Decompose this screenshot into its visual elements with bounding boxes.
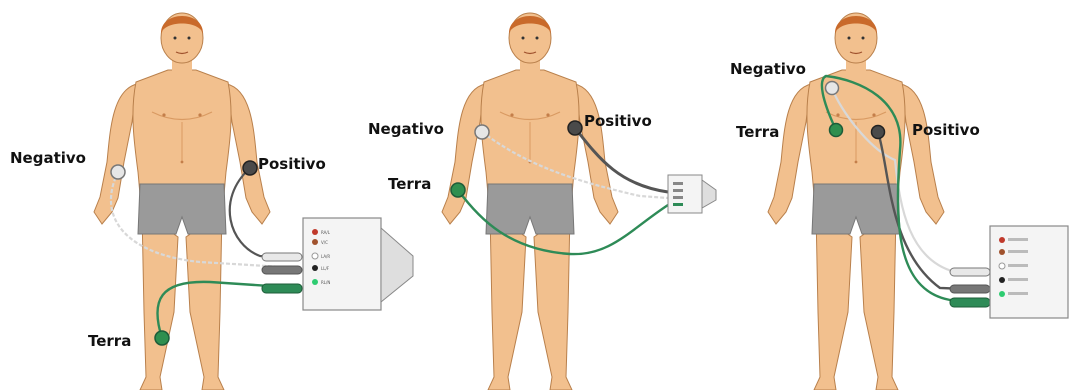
figure-2-label-negativo: Negativo — [368, 120, 444, 138]
figure-3-electrode-positive — [872, 126, 885, 139]
figure-3-electrode-negative — [826, 82, 839, 95]
figure-2-label-positivo: Positivo — [584, 112, 652, 130]
figure-1-electrode-ground — [155, 331, 169, 345]
figure-2-ecg-box — [668, 175, 716, 213]
figure-1-ecg-box — [303, 218, 413, 310]
figure-1-electrode-negative — [111, 165, 125, 179]
figure-1-label-positivo: Positivo — [258, 155, 326, 173]
figure-3-label-negativo: Negativo — [730, 60, 806, 78]
figure-3-label-positivo: Positivo — [912, 121, 980, 139]
figure-2-electrode-ground — [451, 183, 465, 197]
figure-3-ecg-box — [990, 226, 1068, 318]
figure-1-label-terra: Terra — [88, 332, 131, 350]
figure-1-limb-leads: Negativo Positivo Terra — [10, 13, 413, 390]
figure-3-label-terra: Terra — [736, 123, 779, 141]
figure-2-electrode-negative — [475, 125, 489, 139]
figure-2-label-terra: Terra — [388, 175, 431, 193]
figure-1-electrode-positive — [243, 161, 257, 175]
figure-1-label-negativo: Negativo — [10, 149, 86, 167]
figure-3-electrode-ground — [830, 124, 843, 137]
figure-3-chest-leads: Negativo Positivo Terra — [730, 13, 1068, 390]
figure-2-arm-leads: Negativo Positivo Terra — [368, 13, 716, 390]
figure-2-electrode-positive — [568, 121, 582, 135]
